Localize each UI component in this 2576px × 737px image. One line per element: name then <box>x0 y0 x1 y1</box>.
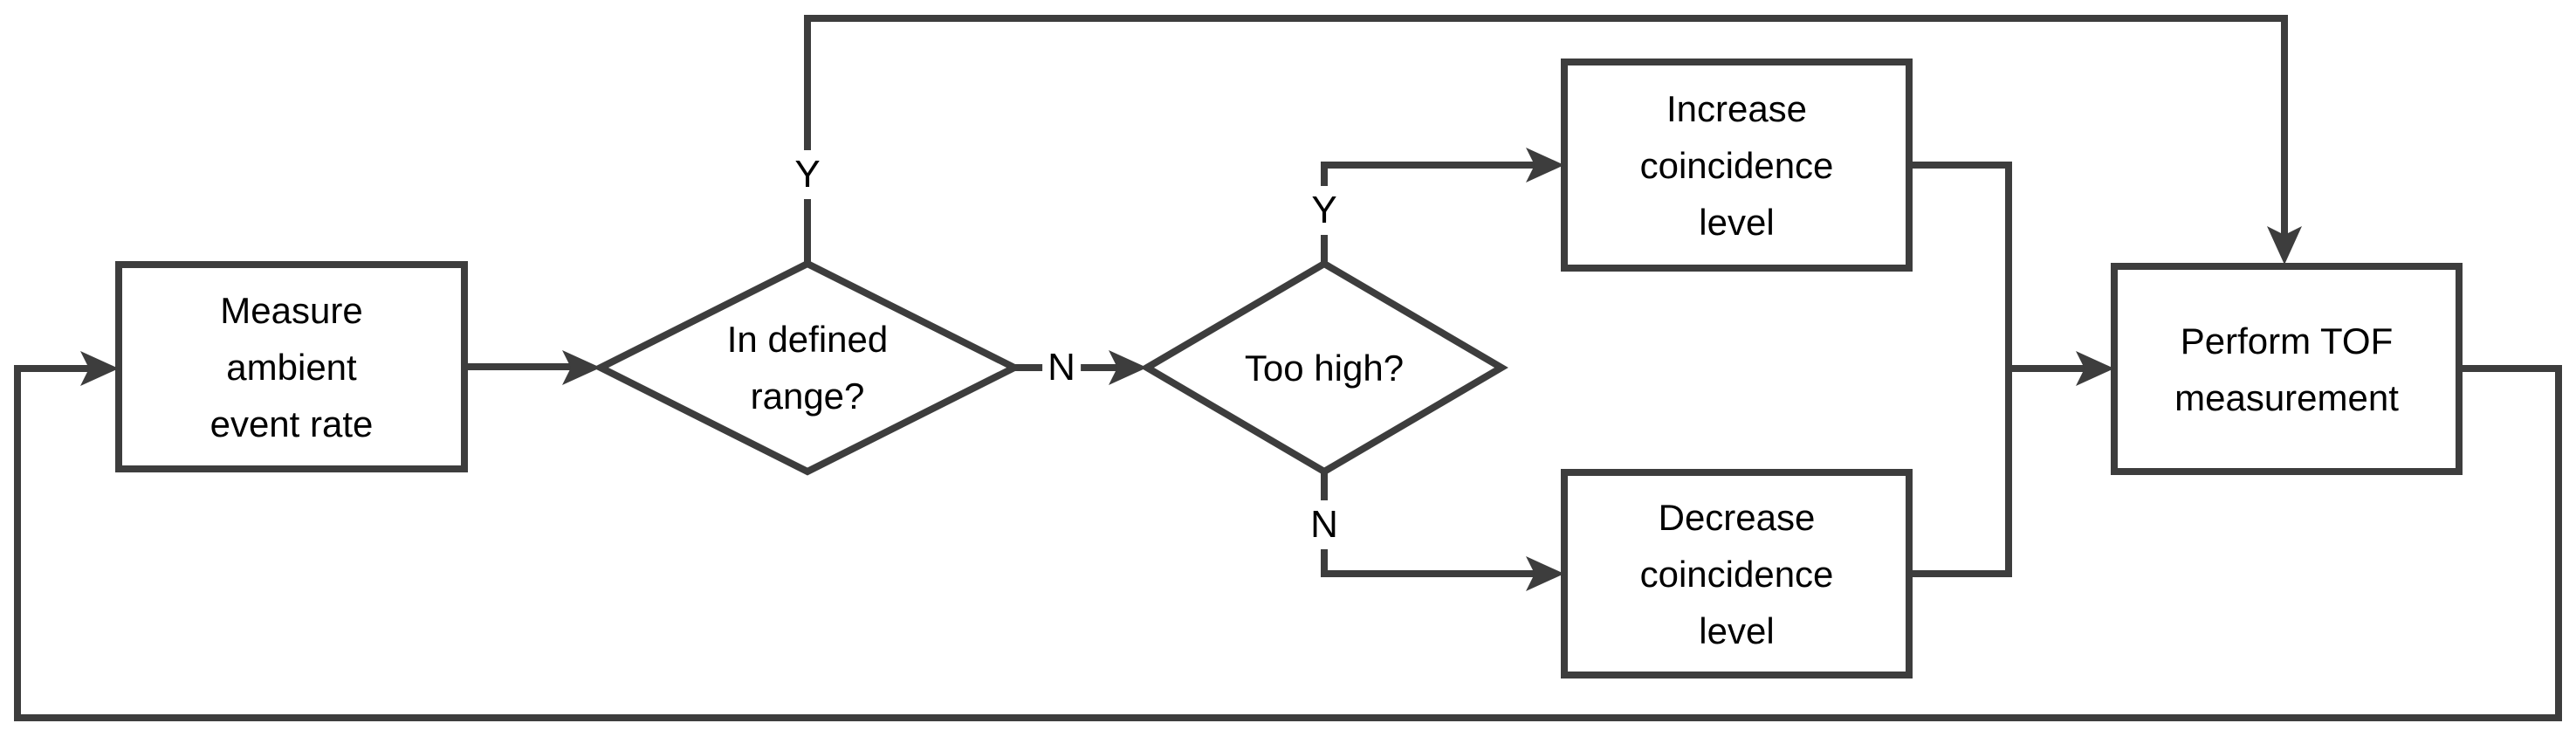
edge-toohigh-to-decrease <box>1321 472 1538 577</box>
arrowhead-into-increase <box>1526 148 1564 183</box>
branch-label-inrange-yes: Y <box>789 150 826 199</box>
node-inrange-diamond <box>593 259 1022 476</box>
edge-merge-rail <box>1910 162 2012 577</box>
node-toohigh-diamond <box>1140 259 1508 476</box>
node-perform-box <box>2111 263 2463 475</box>
branch-label-inrange-no: N <box>1042 343 1081 392</box>
arrowhead-into-toohigh <box>1109 350 1147 385</box>
edge-perform-to-measure <box>14 365 2562 721</box>
edge-toohigh-to-increase <box>1321 162 1538 264</box>
branch-label-toohigh-no: N <box>1305 500 1343 549</box>
node-measure-box <box>115 261 468 472</box>
arrowhead-into-perform-top <box>2267 226 2302 265</box>
edge-inrange-to-perform <box>804 15 2288 264</box>
arrowhead-into-inrange <box>562 350 601 385</box>
arrowhead-into-perform-left <box>2076 351 2114 386</box>
node-increase-box <box>1561 59 1913 272</box>
arrowhead-into-measure <box>80 351 119 386</box>
arrowhead-into-decrease <box>1526 556 1564 591</box>
node-decrease-box <box>1561 469 1913 678</box>
branch-label-toohigh-yes: Y <box>1306 186 1343 235</box>
